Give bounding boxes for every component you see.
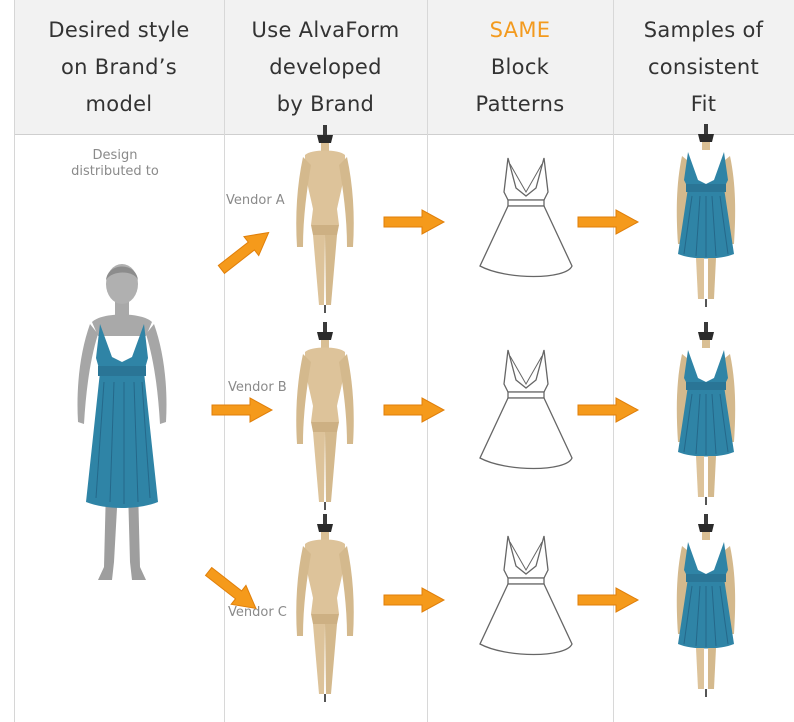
vendor-label: Vendor B xyxy=(228,380,287,395)
column-header-alvaform: Use AlvaForm developed by Brand xyxy=(224,12,427,123)
model-figure-icon xyxy=(77,264,167,580)
note-line: distributed to xyxy=(71,164,159,179)
column-divider xyxy=(224,0,225,722)
orange-arrow-icon xyxy=(577,587,639,613)
orange-arrow-icon xyxy=(383,587,445,613)
header-line: Use AlvaForm xyxy=(251,18,400,42)
column-header-samples: Samples of consistent Fit xyxy=(613,12,794,123)
orange-arrow-icon xyxy=(213,222,277,280)
orange-arrow-icon xyxy=(383,209,445,235)
column-header-desired-style: Desired style on Brand’s model xyxy=(14,12,224,123)
column-divider xyxy=(613,0,614,722)
diagram-frame xyxy=(14,0,794,722)
dress-form-icon xyxy=(296,125,354,313)
dress-outline-icon xyxy=(479,157,573,278)
dress-form-icon xyxy=(296,514,354,702)
header-line: on Brand’s xyxy=(61,55,177,79)
header-line: developed xyxy=(269,55,382,79)
orange-arrow-icon xyxy=(200,561,264,619)
dress-outline-icon xyxy=(479,535,573,656)
orange-arrow-icon xyxy=(577,209,639,235)
vendor-label: Vendor A xyxy=(226,193,285,208)
header-line: by Brand xyxy=(276,92,375,116)
header-line: Samples of xyxy=(643,18,764,42)
design-note: Design distributed to xyxy=(50,148,180,180)
header-row xyxy=(15,0,794,135)
header-line: Desired style xyxy=(48,18,190,42)
dress-outline-icon xyxy=(479,349,573,470)
dress-form-icon xyxy=(296,322,354,510)
column-header-block-patterns: SAME Block Patterns xyxy=(427,12,613,123)
dress-sample-icon xyxy=(676,513,736,698)
header-line: Block xyxy=(490,55,550,79)
dress-sample-icon xyxy=(676,321,736,506)
orange-arrow-icon xyxy=(211,397,273,423)
header-line: Fit xyxy=(690,92,717,116)
note-line: Design xyxy=(92,148,138,163)
column-divider xyxy=(427,0,428,722)
header-line-accent: SAME xyxy=(489,18,551,42)
orange-arrow-icon xyxy=(383,397,445,423)
orange-arrow-icon xyxy=(577,397,639,423)
vendor-label: Vendor C xyxy=(228,605,287,620)
header-line: Patterns xyxy=(475,92,565,116)
dress-sample-icon xyxy=(676,123,736,308)
header-line: model xyxy=(85,92,153,116)
header-line: consistent xyxy=(647,55,760,79)
